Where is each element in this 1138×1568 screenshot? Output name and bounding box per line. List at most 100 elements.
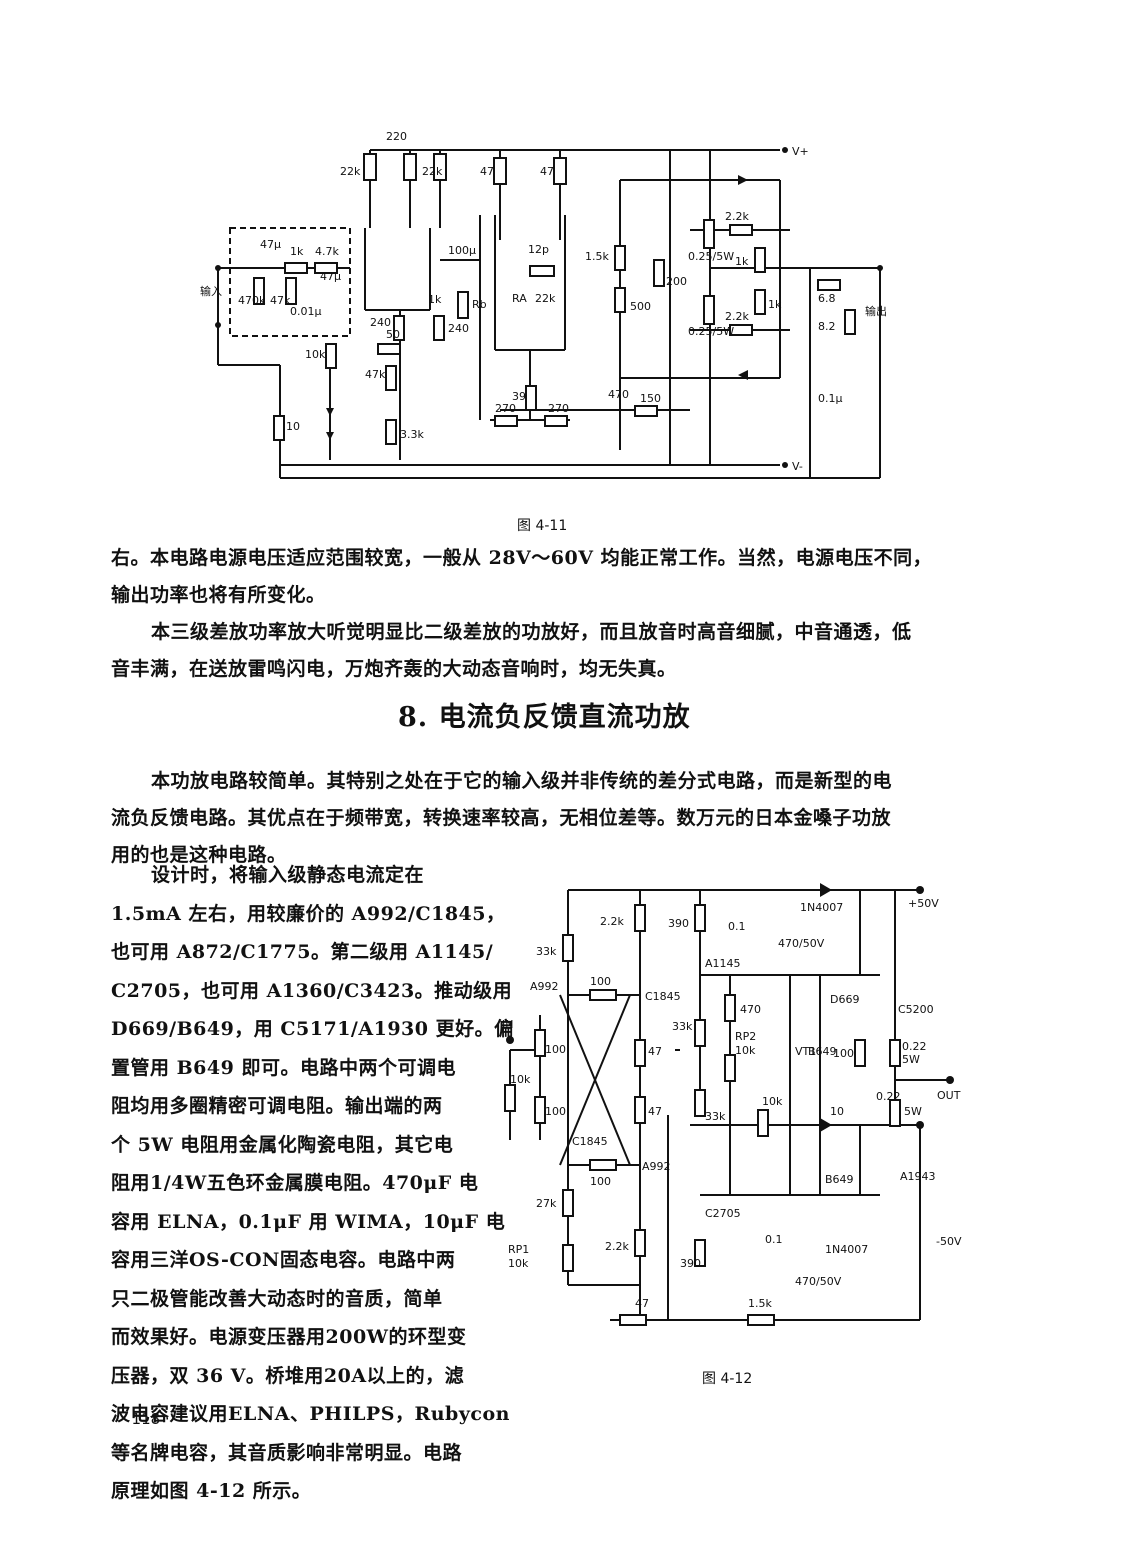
fig2-label: 0.22	[876, 1090, 901, 1103]
fig2-label: A992	[530, 980, 559, 993]
text-line: 用的也是这种电路。	[111, 844, 287, 866]
fig1-label: RA	[512, 292, 527, 305]
fig2-label: 100	[590, 975, 611, 988]
fig1-label: 500	[630, 300, 651, 313]
paragraph-1: 右。本电路电源电压适应范围较宽，一般从 28V～60V 均能正常工作。当然，电源…	[111, 540, 991, 688]
fig2-label: 33k	[536, 945, 557, 958]
text-line: 输出功率也将有所变化。	[111, 584, 326, 606]
fig1-label: 200	[666, 275, 687, 288]
fig2-label: 10k	[735, 1044, 756, 1057]
fig2-label: IN	[502, 1018, 513, 1031]
fig2-label: 10k	[508, 1257, 529, 1270]
fig1-label: 8.2	[818, 320, 836, 333]
fig1-label: 47	[540, 165, 554, 178]
fig1-label: 47k	[365, 368, 386, 381]
fig2-label: 47	[648, 1105, 662, 1118]
fig1-label: 0.25/5W	[688, 325, 734, 338]
fig1-label: Rb	[472, 298, 487, 311]
text-line: 压器，双 36 V。桥堆用20A以上的，滤	[111, 1364, 465, 1387]
paragraph-3: 设计时，将输入级静态电流定在 1.5mA 左右，用较廉价的 A992/C1845…	[111, 856, 514, 1511]
fig1-label: 470k	[238, 294, 266, 307]
fig2-label: C5200	[898, 1003, 934, 1016]
fig1-label: 270	[495, 402, 516, 415]
fig2-label: 0.1	[728, 920, 746, 933]
text-line: 波电容建议用ELNA、PHILPS，Rubycon	[111, 1403, 510, 1425]
fig1-label: 47μ	[260, 238, 281, 251]
fig2-label: 0.22	[902, 1040, 927, 1053]
text-line: 只二极管能改善大动态时的音质，简单	[111, 1287, 443, 1310]
fig2-label: 100	[833, 1047, 854, 1060]
fig2-label: 10k	[762, 1095, 783, 1108]
fig1-label: 240	[370, 316, 391, 329]
fig1-label: 240	[448, 322, 469, 335]
fig2-label: 10	[830, 1105, 844, 1118]
fig1-label: 1.5k	[585, 250, 609, 263]
fig1-label: 22k	[340, 165, 361, 178]
fig2-label: 33k	[705, 1110, 726, 1123]
fig1-label: 2.2k	[725, 210, 749, 223]
text-line: 设计时，将输入级静态电流定在	[151, 864, 425, 886]
fig1-label: 输出	[865, 304, 887, 318]
text-line: D669/B649，用 C5171/A1930 更好。偏	[111, 1018, 514, 1040]
fig1-label: 47k	[270, 294, 291, 307]
figure-4-12-caption: 图 4-12	[702, 1371, 753, 1387]
fig1-label: 22k	[535, 292, 556, 305]
text-line: 音丰满，在送放雷鸣闪电，万炮齐轰的大动态音响时，均无失真。	[111, 658, 677, 680]
fig2-label: 5W	[904, 1105, 922, 1118]
fig2-label: VT1	[795, 1045, 816, 1058]
fig2-label: 390	[668, 917, 689, 930]
fig2-label: B649	[825, 1173, 854, 1186]
fig2-label: 1.5k	[748, 1297, 772, 1310]
fig2-label: 470	[740, 1003, 761, 1016]
fig2-label: +50V	[908, 897, 939, 910]
fig2-label: 1N4007	[800, 901, 843, 914]
fig1-label: 0.01μ	[290, 305, 322, 318]
fig1-label: 47μ	[320, 270, 341, 283]
fig1-label: 1k	[735, 255, 749, 268]
text-line: 本功放电路较简单。其特别之处在于它的输入级并非传统的差分式电路，而是新型的电	[151, 770, 893, 792]
fig2-label: 2.2k	[605, 1240, 629, 1253]
text-line: 流负反馈电路。其优点在于频带宽，转换速率较高，无相位差等。数万元的日本金嗓子功放	[111, 807, 892, 829]
text-line: 而效果好。电源变压器用200W的环型变	[111, 1326, 467, 1348]
fig1-label: V+	[792, 145, 809, 158]
text-line: 个 5W 电阻用金属化陶瓷电阻，其它电	[111, 1133, 454, 1156]
fig2-label: 10k	[510, 1073, 531, 1086]
fig1-label: 220	[386, 130, 407, 143]
fig1-label: 输入	[200, 284, 222, 298]
figure-4-11-caption: 图 4-11	[517, 518, 568, 534]
fig1-label: 10k	[305, 348, 326, 361]
fig1-label: 150	[640, 392, 661, 405]
fig2-label: 5W	[902, 1053, 920, 1066]
fig2-label: 33k	[672, 1020, 693, 1033]
fig1-label: V-	[792, 460, 803, 473]
fig2-label: 100	[545, 1105, 566, 1118]
fig2-label: C1845	[572, 1135, 608, 1148]
fig2-label: 100	[590, 1175, 611, 1188]
fig2-label: 47	[648, 1045, 662, 1058]
fig1-label: 6.8	[818, 292, 836, 305]
fig2-label: 27k	[536, 1197, 557, 1210]
fig1-label: 3.3k	[400, 428, 424, 441]
page-number: · 118 ·	[122, 1410, 170, 1428]
text-line: 等名牌电容，其音质影响非常明显。电路	[111, 1441, 463, 1464]
text-line: 容用三洋OS-CON固态电容。电路中两	[111, 1249, 456, 1271]
fig2-label: B649	[808, 1045, 837, 1058]
fig2-label: 2.2k	[600, 915, 624, 928]
fig2-label: 0.1	[765, 1233, 783, 1246]
fig1-label: 1k	[768, 298, 782, 311]
fig1-label: 470	[608, 388, 629, 401]
fig2-label: A1145	[705, 957, 741, 970]
text-line: C2705，也可用 A1360/C3423。推动级用	[111, 979, 513, 1002]
fig1-label: 50	[386, 328, 400, 341]
fig1-label: 0.25/5W	[688, 250, 734, 263]
text-line: 阻用1/4W五色环金属膜电阻。470μF 电	[111, 1172, 479, 1194]
text-line: 阻均用多圈精密可调电阻。输出端的两	[111, 1095, 443, 1117]
fig2-label: A992	[642, 1160, 671, 1173]
fig1-label: 22k	[422, 165, 443, 178]
fig1-label: 1k	[290, 245, 304, 258]
fig2-label: OUT	[937, 1089, 961, 1102]
text-line: 1.5mA 左右，用较廉价的 A992/C1845，	[111, 902, 506, 925]
text-line: 原理如图 4-12 所示。	[111, 1480, 312, 1502]
fig2-label: 100	[545, 1043, 566, 1056]
text-line: 置管用 B649 即可。电路中两个可调电	[111, 1056, 456, 1079]
